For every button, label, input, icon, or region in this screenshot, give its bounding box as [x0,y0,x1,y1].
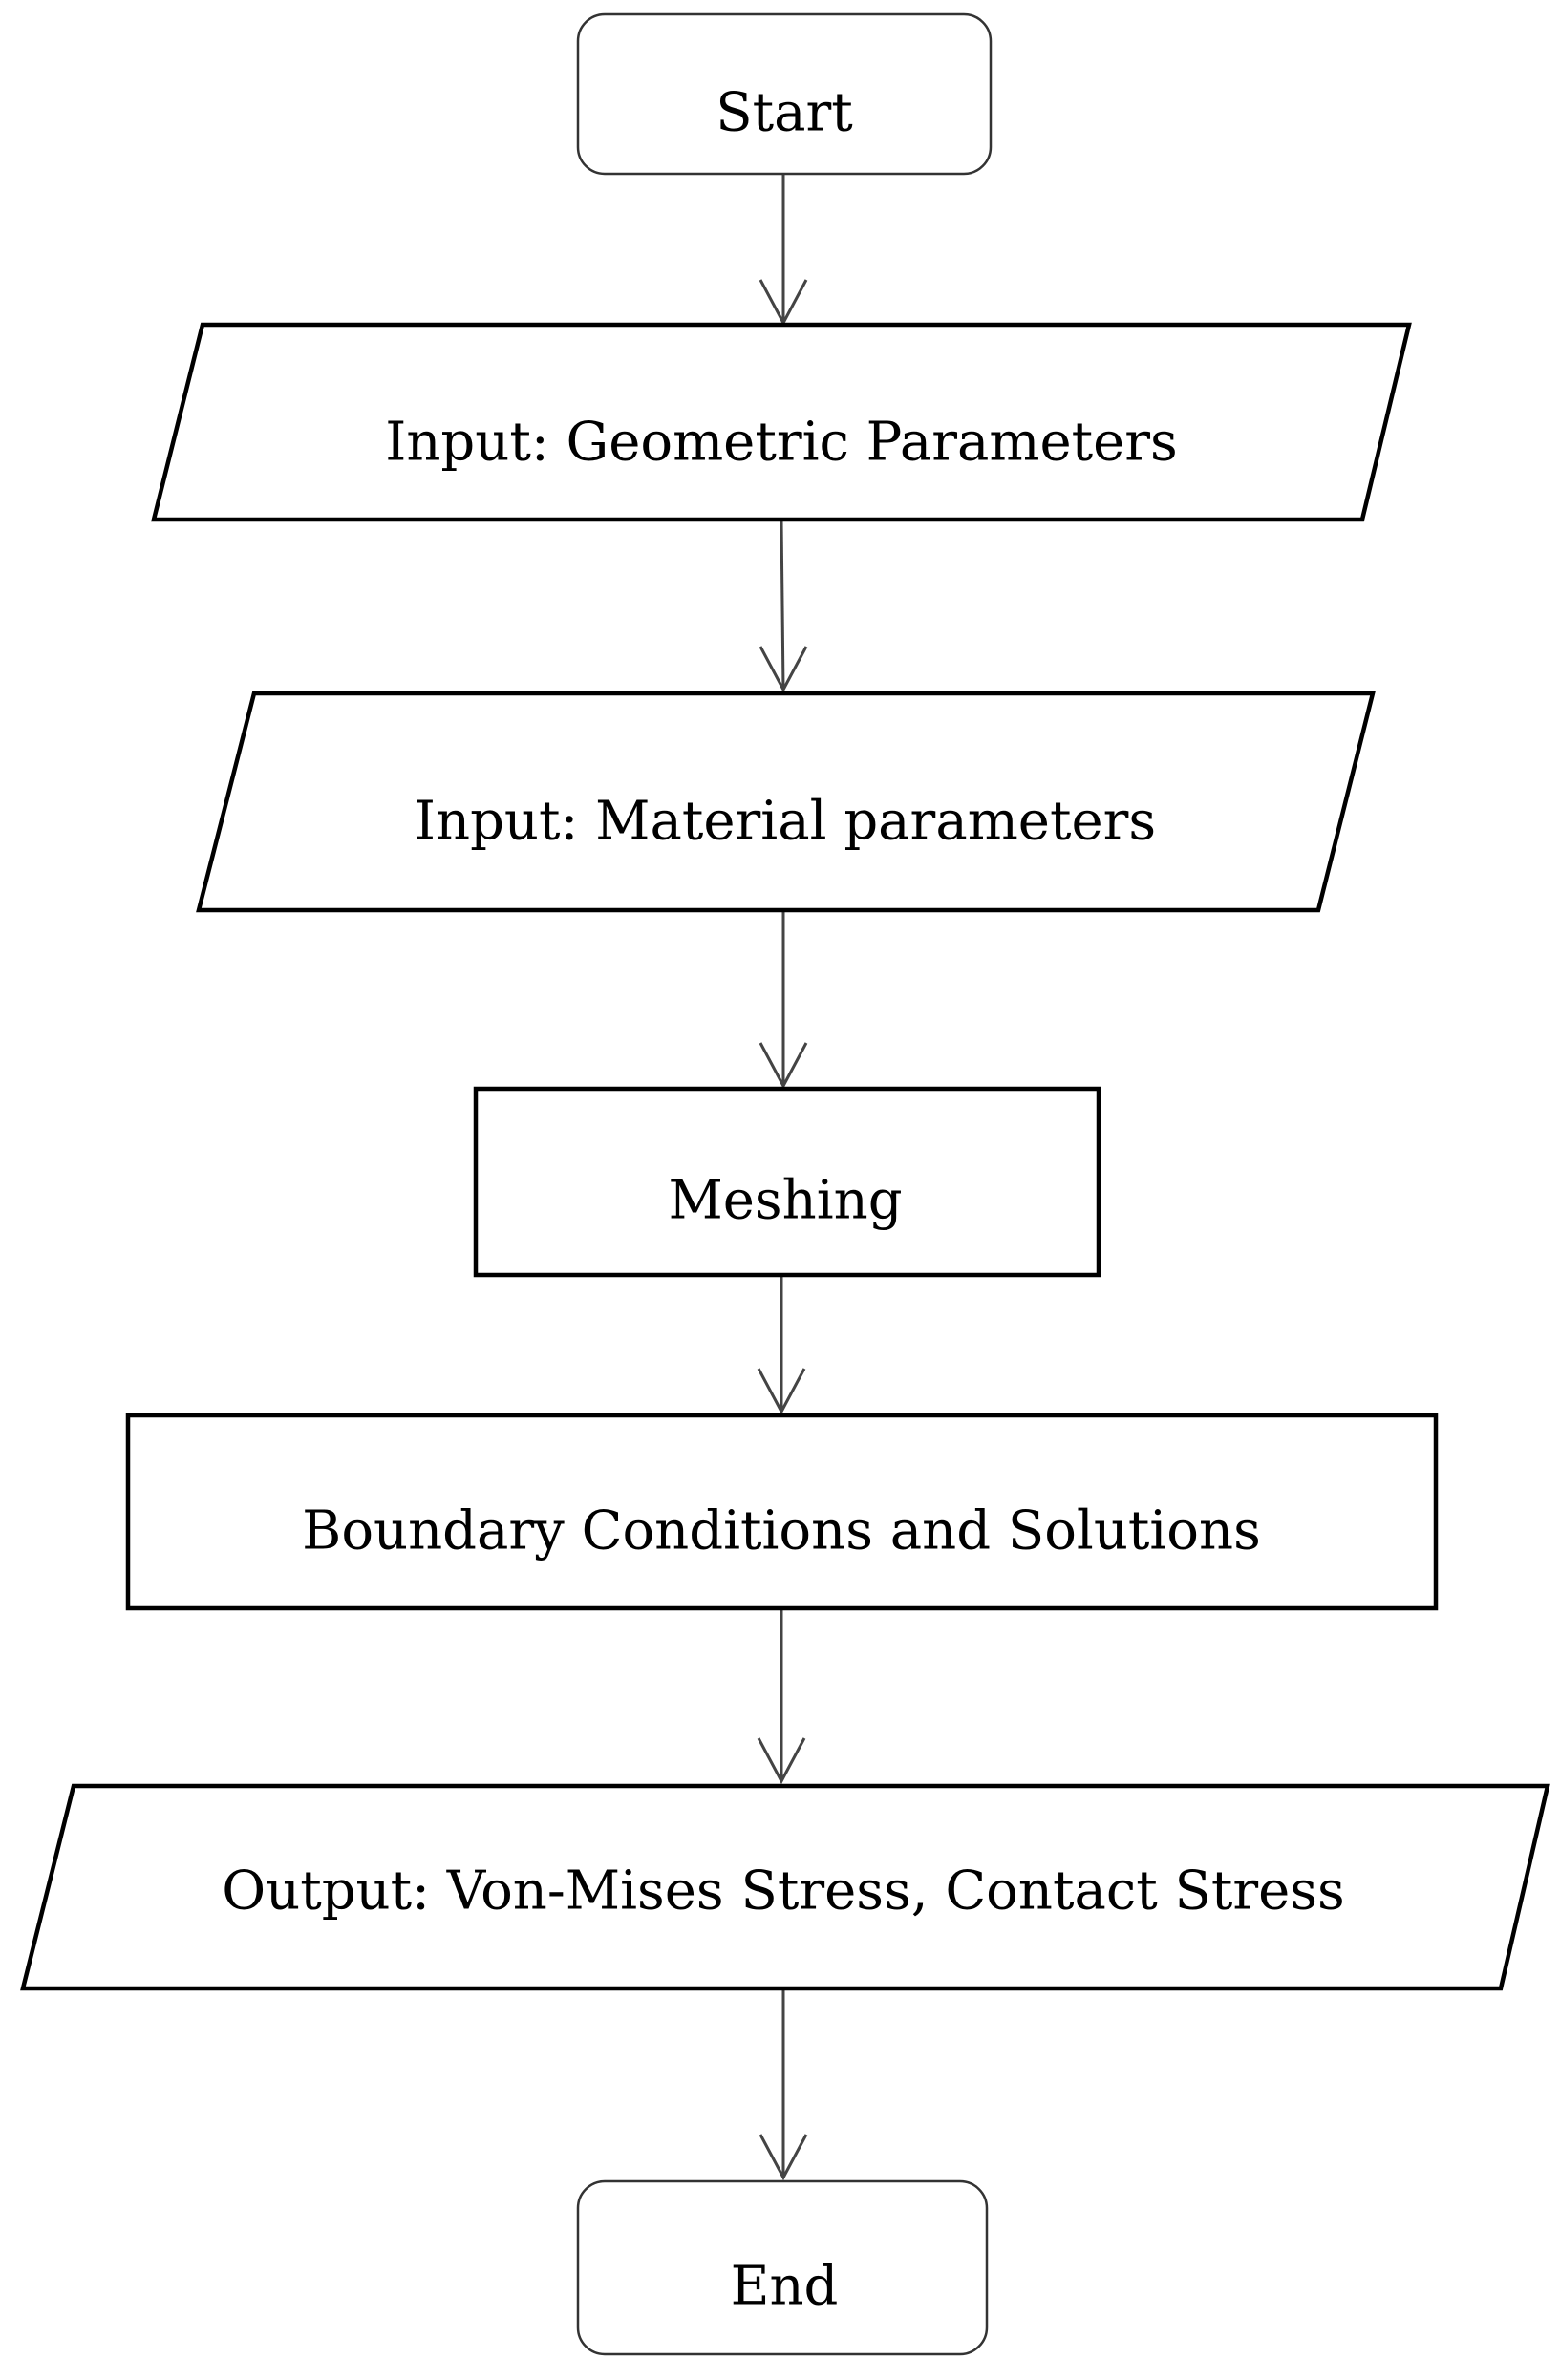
meshing-label: Meshing [668,1170,902,1232]
output-parallelogram-shape [20,1783,1550,1991]
node-meshing: Meshing [473,1086,1101,1278]
boundary-label: Boundary Conditions and Solutions [302,1500,1261,1562]
boundary-process-shape [125,1413,1439,1611]
output-label: Output: Von-Mises Stress, Contact Stress [222,1860,1345,1923]
node-input-geometric: Input: Geometric Parameters [151,322,1412,522]
node-start: Start [576,12,993,176]
node-end: End [576,2179,989,2356]
node-boundary: Boundary Conditions and Solutions [125,1413,1439,1611]
input-geometric-parallelogram-shape [151,322,1412,522]
node-output: Output: Von-Mises Stress, Contact Stress [20,1783,1550,1991]
edge-output-to-end [759,1988,808,2181]
end-terminator-shape [576,2179,989,2356]
edge-input-material-to-meshing [759,910,808,1090]
start-terminator-shape [576,12,993,176]
input-material-parallelogram-shape [196,691,1376,913]
meshing-process-shape [473,1086,1101,1278]
edge-meshing-to-boundary [757,1275,806,1415]
node-input-material: Input: Material parameters [196,691,1376,913]
input-geometric-label: Input: Geometric Parameters [385,412,1178,474]
edge-input-geometric-to-input-material [759,519,808,693]
flowchart-nodes: Start Input: Geometric Parameters Input:… [20,12,1550,2356]
edge-start-to-input-geometric [759,174,808,327]
edge-boundary-to-output [757,1608,806,1785]
end-label: End [731,2256,839,2318]
start-label: Start [716,82,853,144]
flowchart-edges [757,174,808,2181]
input-material-label: Input: Material parameters [415,791,1156,853]
